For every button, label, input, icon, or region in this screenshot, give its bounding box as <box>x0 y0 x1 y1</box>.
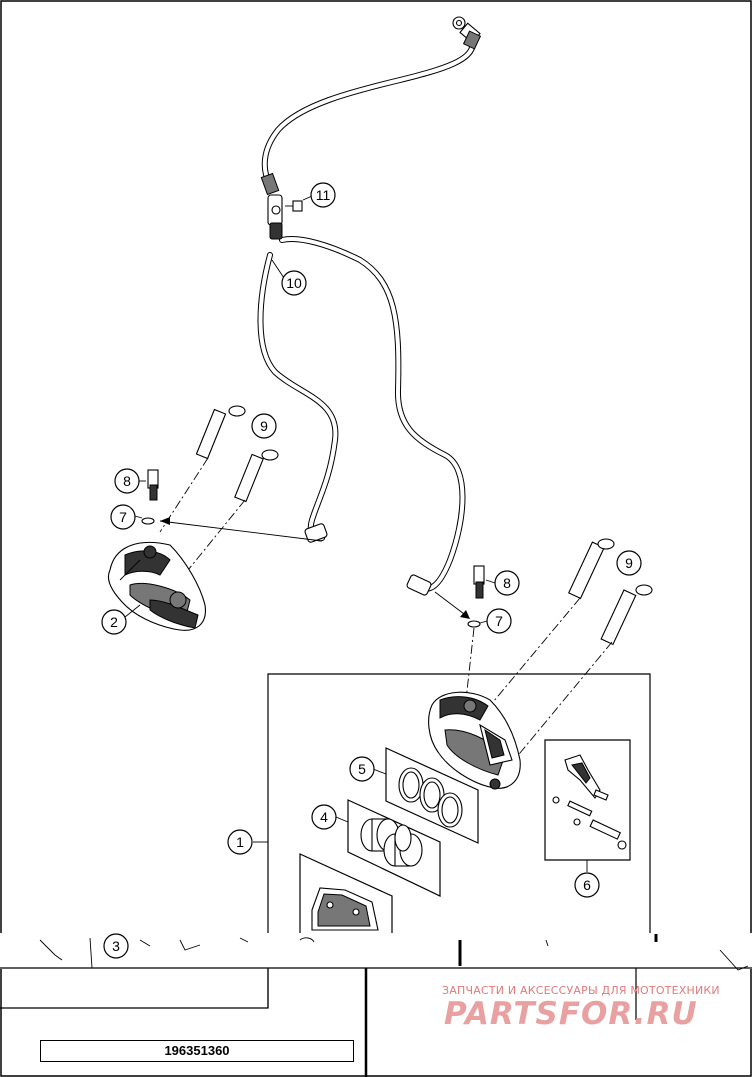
left-caliper-bolts <box>141 405 323 581</box>
watermark-logo: PARTSFOR.RU <box>444 996 698 1032</box>
callout-4-label: 4 <box>320 809 328 825</box>
leader-lines <box>124 195 588 872</box>
lower-frame-lines <box>0 967 752 1077</box>
callout-2: 2 <box>101 609 127 635</box>
watermark-caption: ЗАПЧАСТИ И АКСЕССУАРЫ ДЛЯ МОТОТЕХНИКИ <box>442 984 720 997</box>
callout-8-left-label: 8 <box>123 473 131 489</box>
callout-6-label: 6 <box>583 877 591 893</box>
brake-pad-set <box>299 853 393 941</box>
callout-9-left: 9 <box>251 413 277 439</box>
callout-3-label: 3 <box>112 938 120 954</box>
part-number-box: 196351360 <box>40 1040 354 1062</box>
callout-1: 1 <box>227 829 253 855</box>
piston-seal-kit <box>385 747 479 844</box>
right-caliper-bolts <box>434 538 653 766</box>
callout-9-left-label: 9 <box>260 418 268 434</box>
callout-9-right-label: 9 <box>625 555 633 571</box>
callout-7-right-label: 7 <box>495 613 503 629</box>
callout-1-label: 1 <box>236 834 244 850</box>
callout-7-right: 7 <box>486 608 512 634</box>
left-caliper <box>107 541 206 631</box>
callout-3: 3 <box>103 933 129 959</box>
callout-11-label: 11 <box>316 187 331 203</box>
hardware-kit <box>544 739 631 861</box>
callout-6: 6 <box>574 872 600 898</box>
brake-hose-assembly <box>257 16 482 596</box>
caliper-kit-frame <box>253 673 651 1008</box>
callout-8-left: 8 <box>114 468 140 494</box>
callout-2-label: 2 <box>110 614 118 630</box>
pistons <box>347 799 441 897</box>
callout-10: 10 <box>281 270 307 296</box>
callout-10-label: 10 <box>286 275 302 291</box>
callout-4: 4 <box>311 804 337 830</box>
callout-8-right-label: 8 <box>503 575 511 591</box>
callout-5-label: 5 <box>358 761 366 777</box>
callout-9-right: 9 <box>616 550 642 576</box>
callout-11: 11 <box>310 182 336 208</box>
callout-5: 5 <box>349 756 375 782</box>
callout-7-left-label: 7 <box>119 509 127 525</box>
callout-8-right: 8 <box>494 570 520 596</box>
callout-7-left: 7 <box>110 504 136 530</box>
right-caliper <box>428 691 521 790</box>
